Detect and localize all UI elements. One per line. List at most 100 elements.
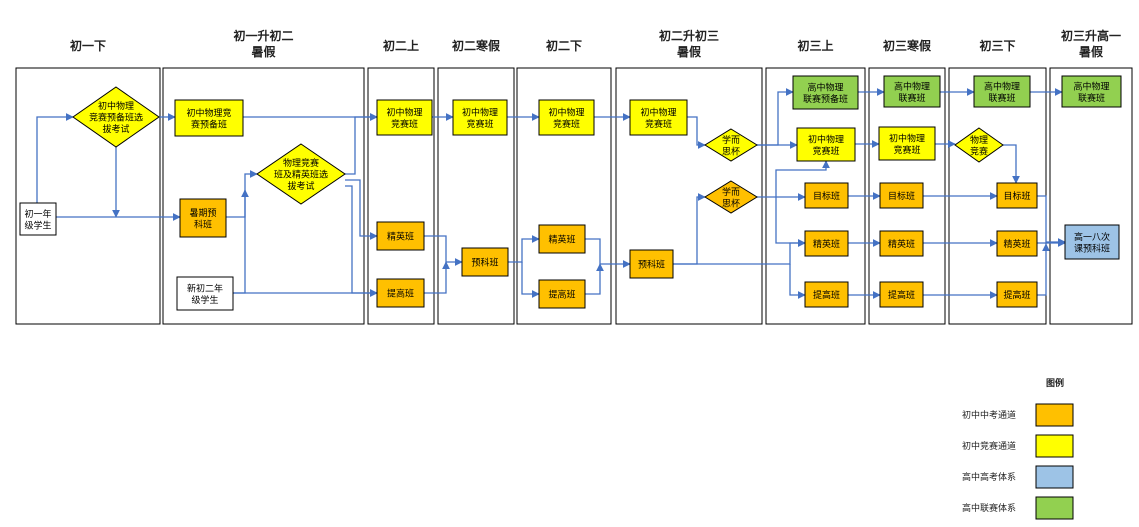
node-shape [176, 276, 234, 311]
node-c3-adv: 提高班 [376, 278, 425, 308]
flow-arrow [36, 113, 74, 203]
node-label: 提高班 [387, 288, 414, 300]
node-shape [996, 230, 1038, 257]
node-shape [452, 99, 508, 136]
node-label: 学而 [722, 186, 740, 198]
node-label: 思杯 [722, 197, 740, 209]
node-shape [996, 182, 1038, 209]
node-label: 联赛班 [988, 92, 1015, 104]
node-shape [1061, 75, 1122, 108]
flow-arrow [775, 160, 830, 197]
node-label: 提高班 [888, 289, 915, 301]
node-c8-elite: 精英班 [879, 230, 924, 257]
node-shape [629, 99, 688, 136]
node-label: 竞赛 [970, 145, 988, 157]
node-shape [538, 279, 586, 309]
node-label: 竞赛班 [466, 118, 493, 130]
node-label: 赛预备班 [191, 118, 227, 130]
node-shape [629, 249, 674, 279]
flow-arrow [345, 113, 378, 175]
column-title: 初三升高一 [1061, 28, 1121, 43]
node-label: 高中物理 [984, 80, 1020, 92]
node-c8-target: 目标班 [879, 182, 924, 209]
flow-arrow [775, 197, 806, 247]
node-shape [973, 75, 1031, 108]
node-label: 竞赛班 [553, 118, 580, 130]
node-shape [996, 281, 1038, 308]
column-frame [1049, 67, 1133, 325]
node-label: 竞赛预备班选 [89, 112, 143, 124]
node-label: 初中物理 [640, 106, 676, 118]
flow-arrow [345, 179, 378, 240]
column-title: 初一下 [70, 38, 106, 53]
node-c3-elite: 精英班 [376, 221, 425, 251]
flow-arrow [585, 263, 604, 295]
node-label: 竞赛班 [812, 145, 839, 157]
node-label: 班及精英班选 [274, 169, 328, 181]
node-shape [879, 230, 924, 257]
column-title: 初一升初二 [233, 28, 293, 43]
decision-shape [704, 180, 758, 214]
flow-arrow [585, 238, 631, 268]
flow-arrow [424, 235, 463, 266]
node-shape [879, 281, 924, 308]
flow-arrow [789, 264, 806, 299]
node-label: 目标班 [813, 190, 840, 202]
node-label: 联赛预备班 [803, 93, 848, 105]
column-title: 初三上 [797, 38, 833, 53]
node-label: 拔考试 [287, 180, 314, 192]
node-label: 科班 [194, 218, 212, 230]
node-label: 联赛班 [1078, 92, 1105, 104]
node-shape [538, 224, 586, 254]
node-shape [878, 126, 936, 161]
node-shape [804, 281, 849, 308]
legend-item: 高中高考体系 [962, 465, 1074, 489]
node-label: 预科班 [471, 257, 498, 269]
node-shape [174, 99, 244, 137]
node-label: 目标班 [1003, 190, 1030, 202]
node-label: 高一八次 [1074, 231, 1110, 243]
legend-swatch [1035, 403, 1074, 427]
node-label: 思杯 [722, 145, 740, 157]
node-shape [804, 182, 849, 209]
node-label: 提高班 [813, 289, 840, 301]
column-title: 初二上 [383, 38, 419, 53]
node-shape [179, 198, 227, 238]
flow-arrow [687, 116, 706, 149]
node-label: 拔考试 [102, 123, 129, 135]
node-shape [376, 278, 425, 308]
column-title: 初三下 [979, 38, 1015, 53]
node-label: 精英班 [387, 231, 414, 243]
column-title: 初三寒假 [883, 38, 932, 53]
node-label: 初一年 [24, 208, 51, 220]
decision-shape [954, 127, 1004, 163]
node-label: 初中物理 [462, 106, 498, 118]
node-shape [883, 75, 941, 108]
legend-swatch [1035, 496, 1074, 520]
node-c7-target: 目标班 [804, 182, 849, 209]
legend-swatch [1035, 434, 1074, 458]
node-label: 精英班 [888, 238, 915, 250]
node-shape [792, 75, 859, 110]
decision-shape [256, 143, 346, 205]
node-label: 提高班 [1003, 289, 1030, 301]
node-label: 新初二年 [187, 282, 223, 294]
column-title: 暑假 [1079, 44, 1104, 59]
legend-item: 高中联赛体系 [962, 496, 1074, 520]
flow-arrow [424, 261, 450, 294]
node-c9-target: 目标班 [996, 182, 1038, 209]
node-c9-adv: 提高班 [996, 281, 1038, 308]
node-label: 目标班 [888, 190, 915, 202]
node-label: 学而 [722, 134, 740, 146]
node-label: 竞赛班 [391, 118, 418, 130]
flow-arrow [521, 262, 540, 298]
node-shape [879, 182, 924, 209]
